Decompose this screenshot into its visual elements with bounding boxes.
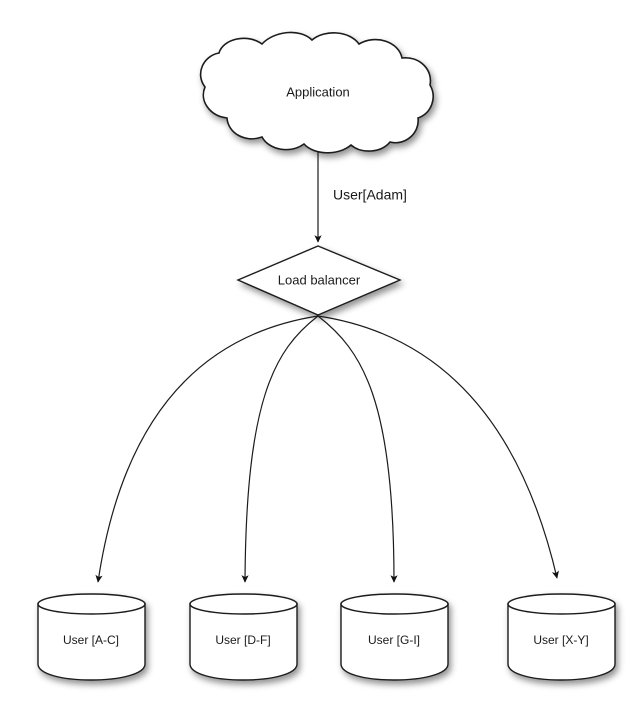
cylinder-top-icon: [507, 593, 616, 615]
cylinder-icon: [189, 603, 298, 681]
database-4-label: User [X-Y]: [533, 633, 588, 647]
node-load-balancer[interactable]: Load balancer: [236, 245, 402, 316]
edge-label-user-adam: User[Adam]: [333, 187, 407, 203]
edges-balancer-to-databases: [95, 315, 559, 583]
cylinder-icon: [37, 603, 146, 681]
edge-to-db-1[interactable]: [95, 315, 319, 583]
cylinder-icon: [507, 603, 616, 681]
cylinder-icon: [340, 603, 449, 681]
cylinder-top-icon: [189, 593, 298, 615]
database-2-label: User [D-F]: [215, 633, 270, 647]
diamond-icon: [236, 245, 402, 316]
database-1-label: User [A-C]: [63, 633, 119, 647]
edge-to-db-2[interactable]: [241, 315, 319, 583]
cloud-icon: [199, 31, 434, 154]
node-database-4[interactable]: User [X-Y]: [507, 593, 616, 681]
node-database-1[interactable]: User [A-C]: [37, 593, 146, 681]
cylinder-top-icon: [340, 593, 449, 615]
node-database-2[interactable]: User [D-F]: [189, 593, 298, 681]
database-3-label: User [G-I]: [368, 633, 420, 647]
load-balancer-label: Load balancer: [278, 272, 361, 287]
node-database-3[interactable]: User [G-I]: [340, 593, 449, 681]
edge-to-db-3[interactable]: [317, 315, 398, 583]
application-label: Application: [286, 84, 350, 99]
node-application[interactable]: Application: [199, 31, 434, 154]
edge-to-db-4[interactable]: [317, 315, 559, 579]
cylinder-top-icon: [37, 593, 146, 615]
edge-app-to-balancer[interactable]: User[Adam]: [314, 152, 407, 243]
